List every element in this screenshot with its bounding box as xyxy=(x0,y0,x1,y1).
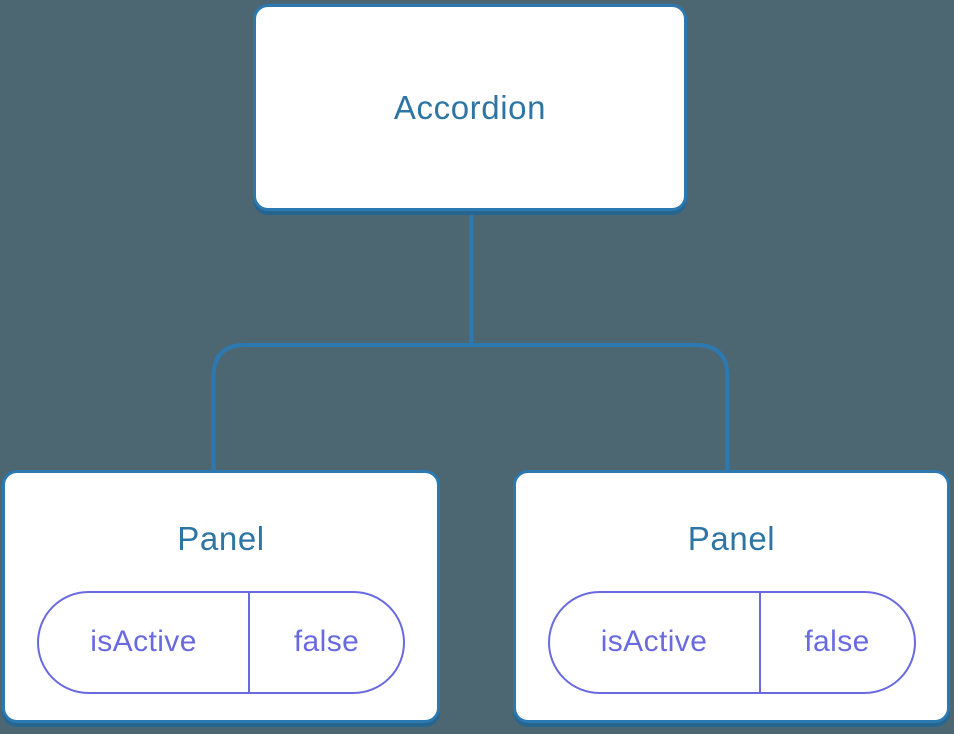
state-pill: isActive false xyxy=(37,590,405,694)
state-key: isActive xyxy=(550,592,761,692)
node-title: Panel xyxy=(687,520,776,557)
state-key: isActive xyxy=(39,592,250,692)
node-title: Accordion xyxy=(393,88,547,126)
state-pill: isActive false xyxy=(547,590,916,694)
state-value: false xyxy=(804,625,870,659)
state-value: false xyxy=(293,625,360,659)
connector-branch xyxy=(211,343,730,471)
component-node-accordion: Accordion xyxy=(253,4,687,211)
node-title: Panel xyxy=(177,520,265,557)
component-node-panel-1: Panel isActive false xyxy=(2,470,440,723)
component-node-panel-2: Panel isActive false xyxy=(513,470,950,723)
